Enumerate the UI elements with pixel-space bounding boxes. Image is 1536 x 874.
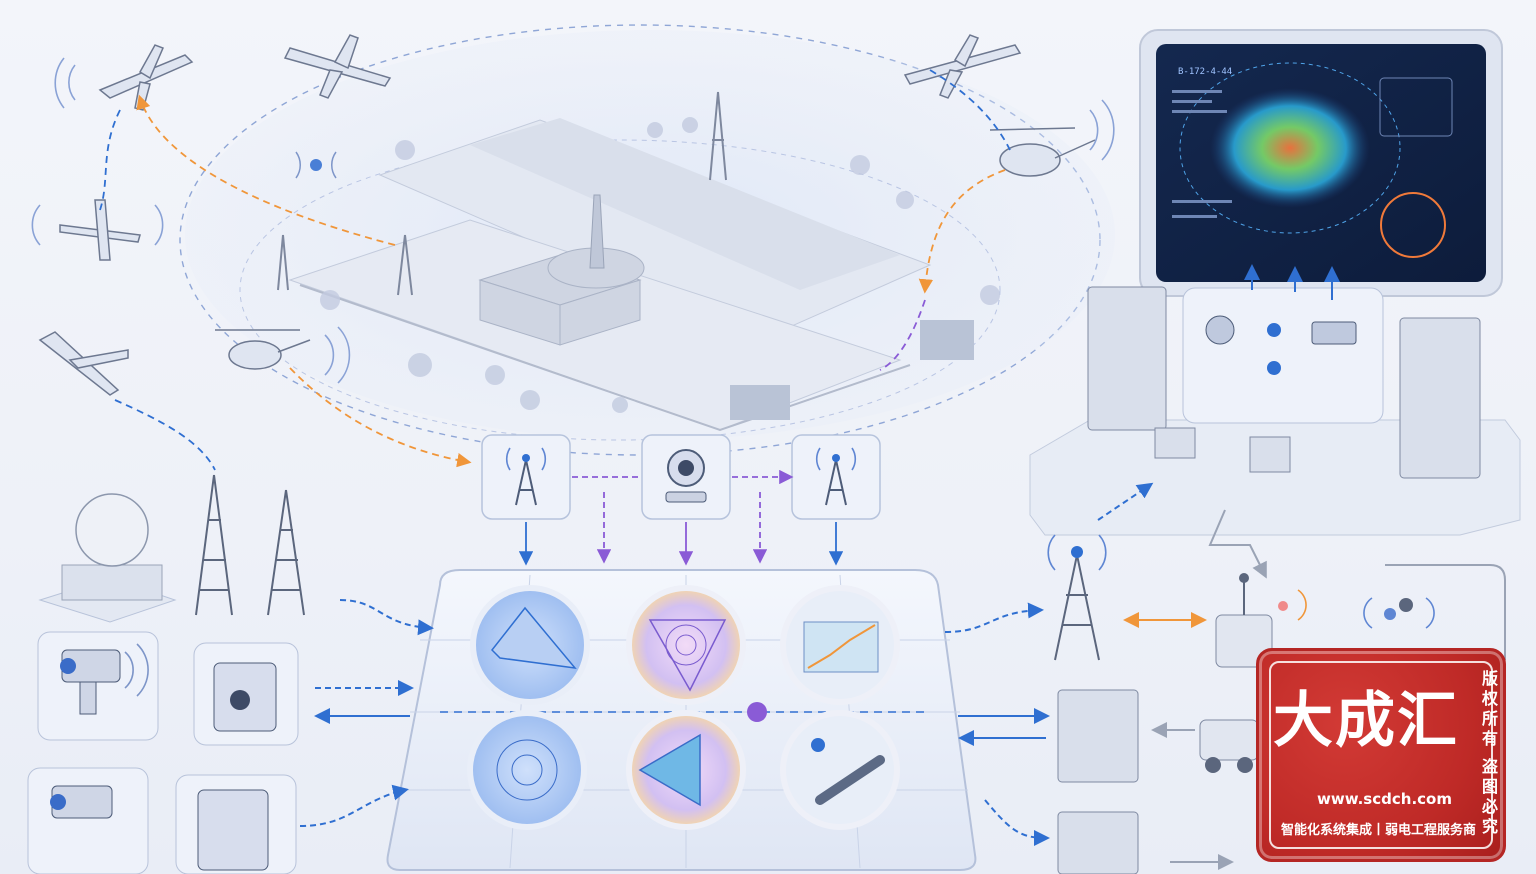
spectrum-module xyxy=(780,585,900,705)
airport-zone xyxy=(179,24,1115,456)
small-plane-icon xyxy=(59,199,141,261)
right-links xyxy=(944,509,1506,870)
stamp-services-text: 智能化系统集成丨弱电工程服务商 xyxy=(1281,823,1477,838)
vehicle-icon xyxy=(1199,719,1259,773)
camera-unit-box xyxy=(37,631,159,741)
airplane-icon xyxy=(283,34,392,99)
signal-wave-icon xyxy=(31,57,1115,384)
radar-dome-unit xyxy=(38,493,177,623)
stamp-border xyxy=(1269,661,1493,849)
sensor-links xyxy=(518,469,844,566)
helicopter-icon xyxy=(989,127,1096,177)
airplane-icon xyxy=(98,44,194,111)
copyright-stamp: 大成汇 版权所有 盗图必究 www.scdch.com 智能化系统集成丨弱电工程… xyxy=(1256,648,1506,862)
status-dot xyxy=(747,702,767,722)
radar-scope-module xyxy=(467,710,587,830)
stamp-brand-text: 大成汇 xyxy=(1273,686,1459,756)
monitor-screen xyxy=(1139,29,1503,297)
relay-tower xyxy=(1047,534,1107,661)
helicopter-icon xyxy=(215,329,311,370)
sensor-probe-module xyxy=(780,710,900,830)
camera-unit-box xyxy=(27,767,149,874)
stamp-warning-text: 盗图必究 xyxy=(1481,757,1498,836)
antenna-sensor-box xyxy=(791,434,881,520)
monitor-header-text: B-172-4-44 xyxy=(1178,67,1232,77)
processor-unit-box xyxy=(193,642,299,746)
monitor-links xyxy=(1097,264,1340,521)
airplane-icon xyxy=(903,34,1022,99)
stamp-url: www.scdch.com xyxy=(1317,790,1452,808)
server-rack xyxy=(1057,689,1139,874)
drone-icon xyxy=(38,331,129,396)
signal-wave-icon xyxy=(124,643,149,697)
aircraft-links xyxy=(99,69,1011,471)
sensor-node xyxy=(1363,597,1435,629)
analysis-module xyxy=(470,585,590,705)
beam-module xyxy=(626,710,746,830)
stamp-copyright-text: 版权所有 xyxy=(1481,669,1498,748)
left-links xyxy=(299,599,434,827)
control-platform xyxy=(1029,286,1521,536)
camera-sensor-box xyxy=(641,434,731,520)
antenna-sensor-box xyxy=(481,434,571,520)
controller-unit-box xyxy=(175,774,297,874)
radar-coverage-module xyxy=(626,585,746,705)
radio-tower xyxy=(195,474,305,616)
